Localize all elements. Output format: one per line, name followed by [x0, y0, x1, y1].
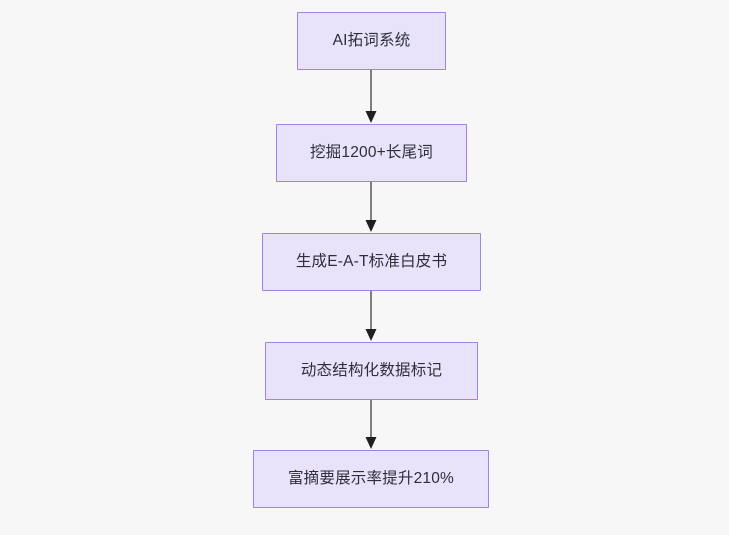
flowchart-node-3[interactable]: 生成E-A-T标准白皮书: [262, 233, 481, 291]
flowchart-node-1-label: AI拓词系统: [332, 32, 411, 50]
edge-node-2-to-node-3: [360, 182, 382, 233]
edge-node-4-to-node-5: [360, 400, 382, 450]
flowchart-node-2-label: 挖掘1200+长尾词: [309, 144, 434, 162]
flowchart-node-5-label: 富摘要展示率提升210%: [287, 470, 455, 488]
flowchart-node-5[interactable]: 富摘要展示率提升210%: [253, 450, 489, 508]
flowchart-node-4-label: 动态结构化数据标记: [300, 362, 443, 380]
edge-node-3-to-node-4: [360, 291, 382, 342]
flowchart-node-3-label: 生成E-A-T标准白皮书: [295, 253, 448, 271]
flowchart-node-1[interactable]: AI拓词系统: [297, 12, 446, 70]
flowchart-node-4[interactable]: 动态结构化数据标记: [265, 342, 478, 400]
flowchart-node-2[interactable]: 挖掘1200+长尾词: [276, 124, 467, 182]
edge-node-1-to-node-2: [360, 70, 382, 124]
